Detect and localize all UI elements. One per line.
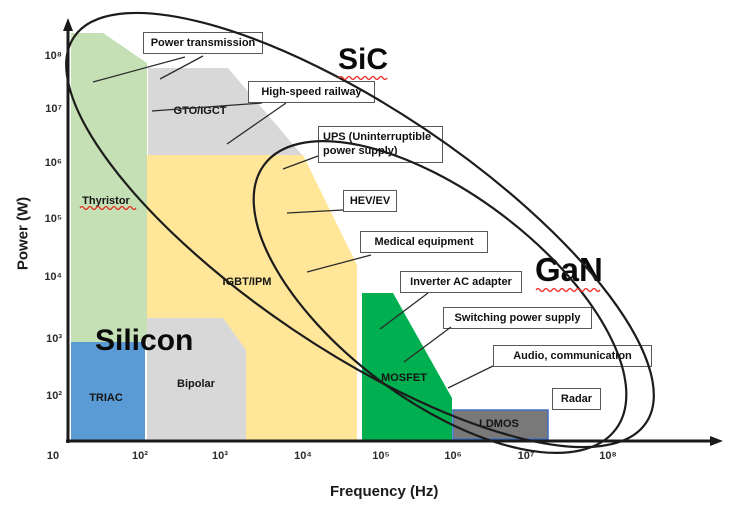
callout-audio-communication: Audio, communication bbox=[493, 345, 652, 368]
x-axis-title: Frequency (Hz) bbox=[330, 483, 439, 500]
region-label-gto-igct: GTO/IGCT bbox=[173, 105, 227, 117]
y-tick-6: 10² bbox=[46, 390, 62, 402]
y-tick-5: 10³ bbox=[46, 333, 62, 345]
x-axis-arrow-icon bbox=[710, 436, 723, 446]
region-mosfet bbox=[362, 293, 452, 440]
region-thyristor bbox=[71, 33, 147, 342]
x-tick-6: 10⁷ bbox=[517, 450, 535, 462]
silicon-label: Silicon bbox=[95, 324, 194, 357]
callout-medical-equipment: Medical equipment bbox=[360, 231, 488, 254]
y-tick-2: 10⁶ bbox=[44, 157, 62, 169]
y-axis-title: Power (W) bbox=[14, 196, 32, 271]
x-tick-4: 10⁵ bbox=[372, 450, 390, 462]
region-label-mosfet: MOSFET bbox=[381, 372, 427, 384]
x-tick-3: 10⁴ bbox=[294, 450, 312, 462]
callout-switching-power-supply: Switching power supply bbox=[443, 307, 592, 330]
y-axis-arrow-icon bbox=[63, 18, 73, 31]
region-label-bipolar: Bipolar bbox=[177, 378, 215, 390]
y-tick-3: 10⁵ bbox=[44, 213, 62, 225]
region-label-igbt-ipm: IGBT/IPM bbox=[222, 276, 272, 288]
callout-ups: UPS (Uninterruptible power supply) bbox=[318, 126, 443, 163]
callout-radar: Radar bbox=[552, 388, 601, 411]
region-label-triac: TRIAC bbox=[89, 392, 123, 404]
gan-label: GaN bbox=[535, 251, 603, 288]
y-tick-0: 10⁸ bbox=[44, 50, 62, 62]
callout-power-transmission: Power transmission bbox=[143, 32, 263, 55]
sic-label: SiC bbox=[338, 43, 389, 76]
x-tick-0: 10 bbox=[46, 450, 60, 462]
x-tick-7: 10⁸ bbox=[599, 450, 617, 462]
callout-hev-ev: HEV/EV bbox=[343, 190, 397, 213]
callout-high-speed-railway: High-speed railway bbox=[248, 81, 375, 104]
region-label-ldmos: LDMOS bbox=[479, 418, 519, 430]
x-tick-5: 10⁶ bbox=[444, 450, 462, 462]
region-label-thyristor: Thyristor bbox=[82, 195, 130, 207]
callout-inverter-ac-adapter: Inverter AC adapter bbox=[400, 271, 522, 294]
y-tick-4: 10⁴ bbox=[44, 271, 62, 283]
y-tick-1: 10⁷ bbox=[45, 103, 62, 115]
x-tick-2: 10³ bbox=[212, 450, 228, 462]
x-tick-1: 10² bbox=[132, 450, 148, 462]
